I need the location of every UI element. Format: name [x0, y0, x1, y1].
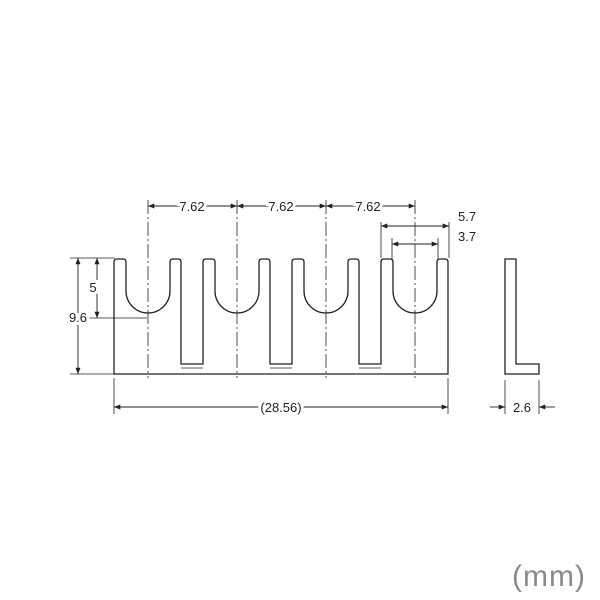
dim-pitch-3: 7.62	[355, 199, 380, 214]
dim-slot-inner-width: 3.7	[458, 229, 476, 244]
units-label: (mm)	[512, 560, 586, 593]
dim-slot-depth: 5	[89, 280, 96, 295]
dimension-lines	[75, 203, 555, 410]
dim-thickness: 2.6	[513, 400, 531, 415]
dim-part-height: 9.6	[69, 310, 87, 325]
dim-overall-length: (28.56)	[260, 400, 301, 415]
dim-slot-outer-width: 5.7	[458, 209, 476, 224]
front-view	[113, 258, 449, 375]
side-view-profile	[504, 258, 540, 375]
center-lines	[147, 200, 416, 378]
dim-pitch-1: 7.62	[179, 199, 204, 214]
dim-pitch-2: 7.62	[268, 199, 293, 214]
extension-lines	[70, 222, 540, 414]
part-outline	[113, 258, 449, 375]
